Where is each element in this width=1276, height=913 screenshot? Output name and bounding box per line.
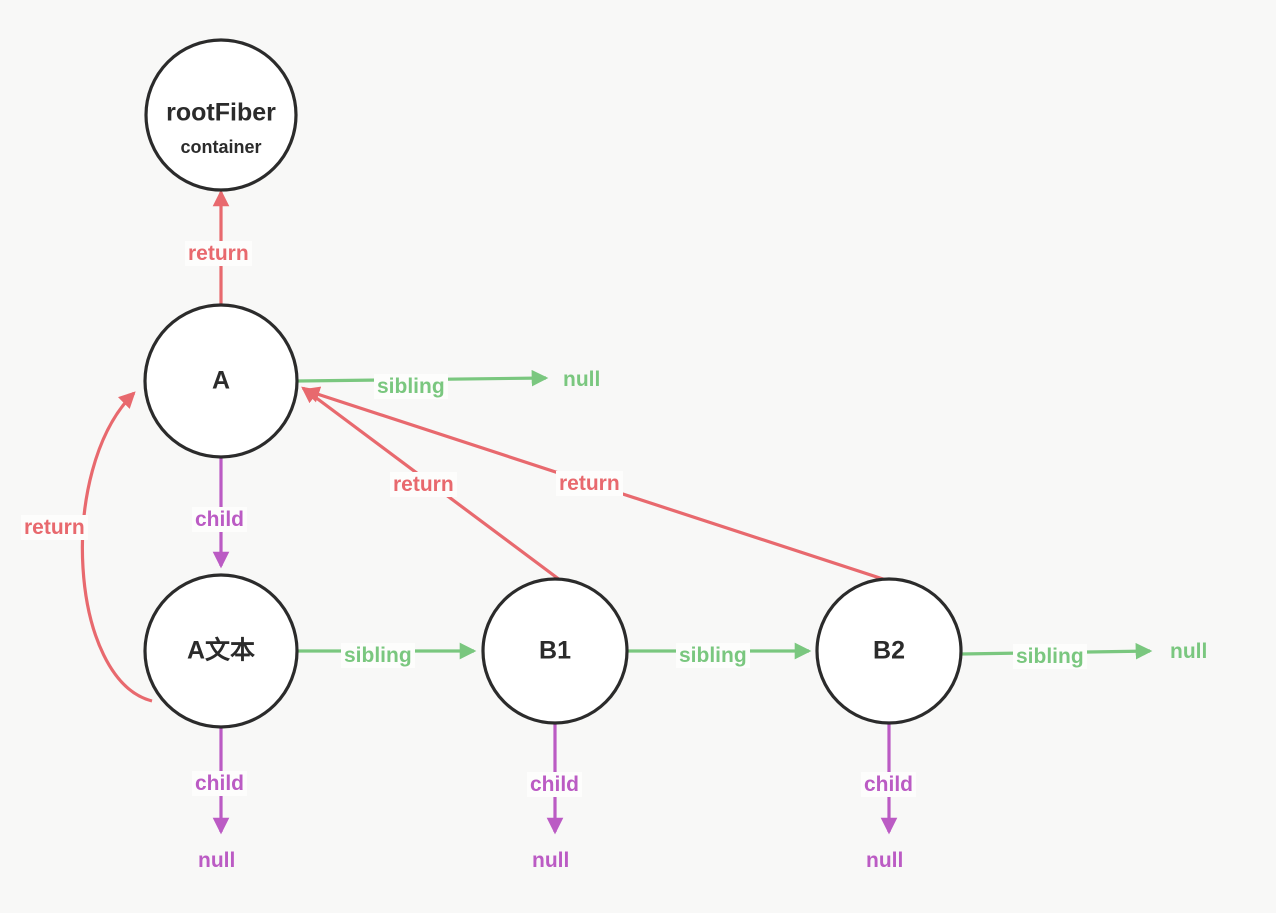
terminal-null-b2-sibling: null	[1170, 640, 1208, 663]
node-rootfiber-circle	[144, 38, 298, 192]
edge-label-sibling-a-to-null: sibling	[374, 374, 448, 399]
edge-label-child-a-to-atext: child	[192, 507, 248, 532]
terminal-null-b1-child: null	[532, 849, 570, 872]
edge-label-child-atext-to-null: child	[192, 771, 248, 796]
node-rootfiber[interactable]: rootFiber container	[144, 38, 298, 192]
node-a[interactable]: A	[143, 303, 299, 459]
terminal-null-b2-child: null	[866, 849, 904, 872]
edge-label-sibling-b2-to-null: sibling	[1013, 644, 1087, 669]
node-b1-circle	[481, 577, 629, 725]
node-rootfiber-label: rootFiber	[166, 99, 276, 127]
edge-return-atext-to-a	[80, 391, 153, 703]
node-atext-label: A文本	[187, 636, 255, 665]
node-b2-circle	[815, 577, 963, 725]
edge-label-child-b2-to-null: child	[861, 772, 917, 797]
edge-label-sibling-atext-to-b1: sibling	[341, 643, 415, 668]
edge-label-return-a-to-rootfiber: return	[185, 241, 252, 266]
node-a-circle	[143, 303, 299, 459]
node-b2[interactable]: B2	[815, 577, 963, 725]
node-atext[interactable]: A文本	[143, 573, 299, 729]
edge-label-return-b2-to-a: return	[556, 471, 623, 496]
edge-label-return-atext-to-a: return	[21, 515, 88, 540]
edge-label-child-b1-to-null: child	[527, 772, 583, 797]
node-atext-circle	[143, 573, 299, 729]
terminal-null-atext-child: null	[198, 849, 236, 872]
node-b2-label: B2	[873, 637, 905, 665]
edge-label-return-b1-to-a: return	[390, 472, 457, 497]
terminal-null-a-sibling: null	[563, 368, 601, 391]
node-b1[interactable]: B1	[481, 577, 629, 725]
node-b1-label: B1	[539, 637, 571, 665]
node-rootfiber-sublabel: container	[180, 137, 261, 157]
edge-label-sibling-b1-to-b2: sibling	[676, 643, 750, 668]
node-a-label: A	[212, 367, 230, 395]
